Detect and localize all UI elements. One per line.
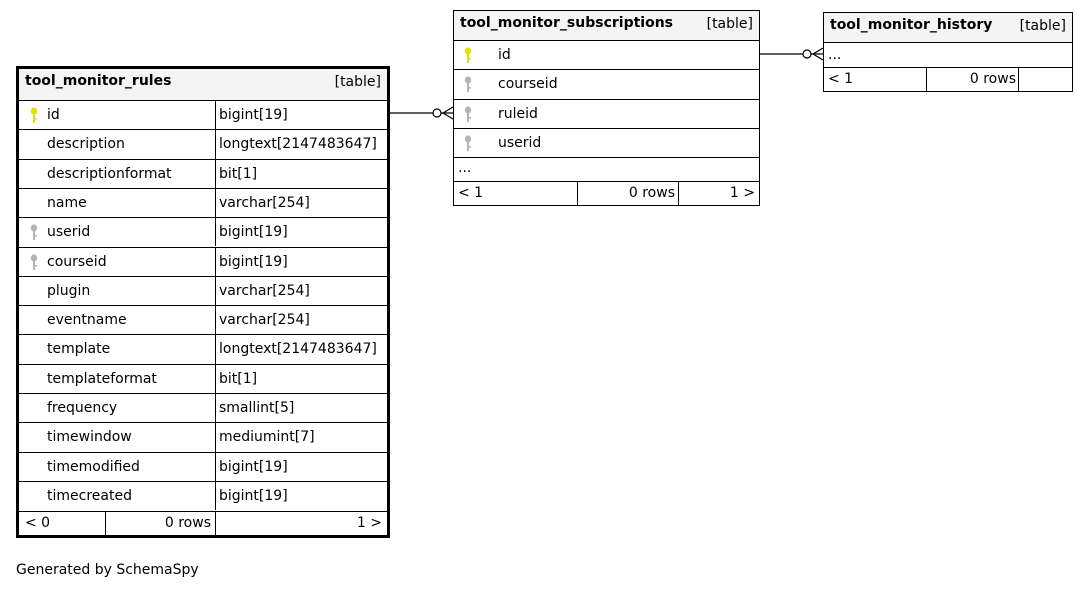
column-row-template[interactable]: template longtext[2147483647] [19, 334, 387, 364]
foreign-key-icon [29, 223, 39, 241]
column-type: bigint[19] [219, 224, 288, 241]
relationship-subscriptions-to-history[interactable] [760, 47, 824, 61]
column-type: varchar[254] [219, 312, 310, 329]
parents-count[interactable]: < 1 [828, 71, 854, 87]
column-row-templateformat[interactable]: templateformat bit[1] [19, 363, 387, 393]
table-type: [table] [706, 16, 753, 32]
ellipsis: ... [828, 47, 842, 63]
ellipsis: ... [458, 160, 472, 176]
column-name: timewindow [47, 429, 132, 446]
more-columns: ... [454, 157, 759, 181]
column-name: userid [498, 134, 542, 151]
column-name: descriptionformat [47, 165, 172, 182]
column-type: varchar[254] [219, 282, 310, 299]
column-type: bit[1] [219, 370, 258, 387]
column-row-timecreated[interactable]: timecreated bigint[19] [19, 480, 387, 511]
column-row-name[interactable]: name varchar[254] [19, 187, 387, 218]
column-row-timemodified[interactable]: timemodified bigint[19] [19, 451, 387, 481]
column-row-description[interactable]: description longtext[2147483647] [19, 129, 387, 159]
column-type: bit[1] [219, 165, 258, 182]
column-row-timewindow[interactable]: timewindow mediumint[7] [19, 422, 387, 452]
column-name: ruleid [498, 105, 538, 122]
column-type: bigint[19] [219, 253, 288, 270]
column-type: mediumint[7] [219, 429, 315, 446]
table-name: tool_monitor_subscriptions [460, 15, 674, 31]
table-tool-monitor-subscriptions[interactable]: tool_monitor_subscriptions [table] id cou… [453, 10, 760, 206]
generated-by-label: Generated by SchemaSpy [16, 562, 199, 578]
column-row-userid[interactable]: userid bigint[19] [19, 217, 387, 247]
column-name: templateformat [47, 370, 157, 387]
table-footer: < 1 0 rows 1 > [454, 181, 759, 205]
primary-key-icon [463, 46, 473, 64]
column-row-id[interactable]: id bigint[19] [19, 100, 387, 130]
table-header: tool_monitor_rules [table] [19, 69, 387, 100]
column-name: eventname [47, 312, 127, 329]
column-row-ruleid[interactable]: ruleid [454, 98, 759, 128]
foreign-key-icon [463, 75, 473, 93]
table-footer: < 0 0 rows 1 > [19, 511, 387, 535]
column-name: courseid [47, 253, 107, 270]
column-name: plugin [47, 282, 91, 299]
row-count: 0 rows [164, 515, 211, 531]
table-header: tool_monitor_subscriptions [table] [454, 11, 759, 40]
row-count: 0 rows [628, 185, 675, 201]
column-row-plugin[interactable]: plugin varchar[254] [19, 275, 387, 306]
parents-count[interactable]: < 1 [458, 185, 484, 201]
column-name: userid [47, 224, 91, 241]
children-count[interactable]: 1 > [729, 185, 755, 201]
children-count[interactable]: 1 > [356, 515, 382, 531]
foreign-key-icon [29, 253, 39, 271]
column-type: bigint[19] [219, 487, 288, 504]
parents-count[interactable]: < 0 [25, 515, 51, 531]
column-type: bigint[19] [219, 458, 288, 475]
table-tool-monitor-history[interactable]: tool_monitor_history [table] ... < 1 0 r… [823, 12, 1073, 92]
column-row-frequency[interactable]: frequency smallint[5] [19, 393, 387, 423]
column-type: bigint[19] [219, 107, 288, 123]
foreign-key-icon [463, 105, 473, 123]
table-footer: < 1 0 rows [824, 67, 1072, 91]
column-name: name [47, 194, 87, 211]
column-type: smallint[5] [219, 400, 295, 416]
column-name: description [47, 136, 125, 153]
column-name: timecreated [47, 487, 132, 504]
column-name: courseid [498, 76, 558, 93]
column-name: id [47, 107, 60, 123]
column-row-courseid[interactable]: courseid bigint[19] [19, 246, 387, 276]
table-type: [table] [334, 74, 381, 90]
column-row-courseid[interactable]: courseid [454, 69, 759, 98]
table-tool-monitor-rules[interactable]: tool_monitor_rules [table] id bigint[19] d… [16, 66, 390, 538]
table-type: [table] [1019, 18, 1066, 34]
row-count: 0 rows [969, 71, 1016, 87]
column-row-id[interactable]: id [454, 40, 759, 69]
column-type: longtext[2147483647] [219, 341, 377, 358]
table-header: tool_monitor_history [table] [824, 13, 1072, 42]
column-type: varchar[254] [219, 194, 310, 211]
table-name: tool_monitor_history [830, 17, 993, 33]
column-type: longtext[2147483647] [219, 136, 377, 153]
foreign-key-icon [463, 134, 473, 152]
more-columns: ... [824, 42, 1072, 67]
column-name: template [47, 341, 111, 358]
table-name: tool_monitor_rules [25, 73, 172, 89]
column-row-eventname[interactable]: eventname varchar[254] [19, 305, 387, 335]
primary-key-icon [29, 106, 39, 124]
column-row-descriptionformat[interactable]: descriptionformat bit[1] [19, 158, 387, 188]
relationship-rules-to-subscriptions[interactable] [387, 106, 454, 120]
column-name: frequency [47, 400, 118, 416]
column-row-userid[interactable]: userid [454, 127, 759, 157]
column-name: timemodified [47, 458, 140, 475]
column-name: id [498, 47, 511, 63]
